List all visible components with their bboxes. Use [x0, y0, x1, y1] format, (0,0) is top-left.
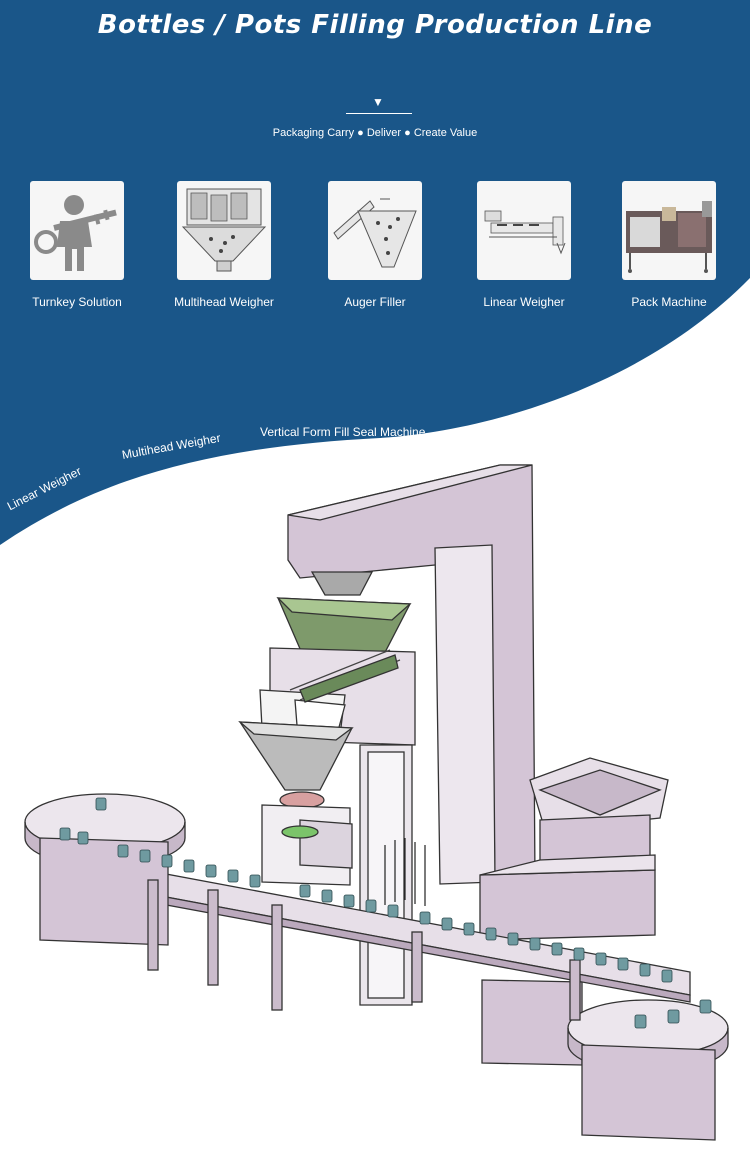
product-label[interactable]: Pack Machine: [631, 295, 707, 309]
product-card-multihead-weigher[interactable]: [177, 181, 271, 280]
product-card-turnkey[interactable]: [30, 181, 124, 280]
product-card-pack-machine[interactable]: [622, 181, 716, 280]
product-label[interactable]: Linear Weigher: [483, 295, 565, 309]
linear-weigher-icon: [484, 210, 566, 255]
product-label[interactable]: Auger Filler: [344, 295, 406, 309]
person-with-key-icon: [34, 195, 117, 271]
page-title: Bottles / Pots Filling Production Line: [97, 10, 653, 40]
title-divider: [346, 113, 412, 114]
pack-machine-icon: [626, 201, 712, 273]
arc-link-vffs-machine[interactable]: Vertical Form Fill Seal Machine: [260, 425, 426, 439]
product-card-auger-filler[interactable]: [328, 181, 422, 280]
product-label[interactable]: Multihead Weigher: [174, 295, 274, 309]
down-arrow-icon: ▼: [372, 95, 384, 109]
product-card-linear-weigher[interactable]: [477, 181, 571, 280]
tagline: Packaging Carry ● Deliver ● Create Value: [272, 127, 478, 139]
production-line-illustration: [24, 464, 729, 1141]
multihead-weigher-icon: [181, 188, 267, 272]
product-label[interactable]: Turnkey Solution: [32, 295, 122, 309]
auger-filler-icon: [333, 198, 417, 268]
